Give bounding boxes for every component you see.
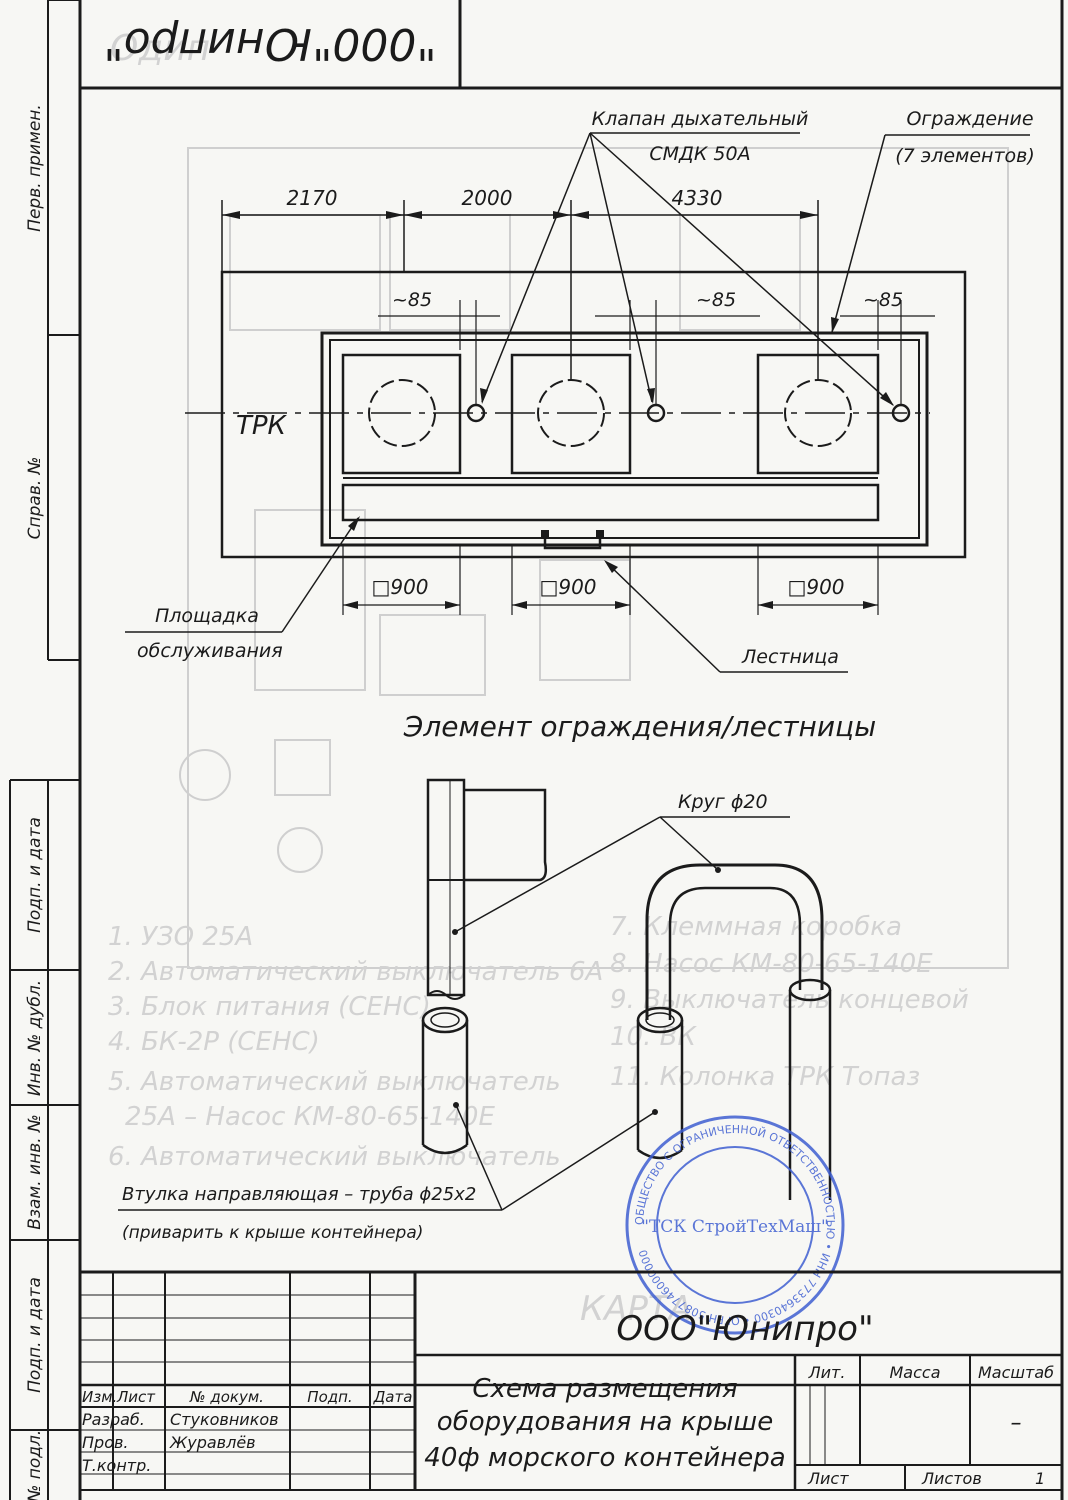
valve-label-1: Клапан дыхательный [592, 108, 809, 130]
seal-inner-text: "ТСК СтройТехМаш" [641, 1217, 829, 1237]
drawing-code: "000"Юнипро" [103, 18, 436, 69]
razrab-label: Разраб. [82, 1410, 145, 1429]
svg-text:3. Блок питания (CEHC): 3. Блок питания (CEHC) [108, 992, 431, 1022]
seal-outer-ring [625, 1115, 845, 1335]
container-roof [220, 270, 967, 559]
title-block: ООО"Юнипро" Схема размещения оборудовани… [80, 1270, 1062, 1491]
svg-text:1. УЗО 25А: 1. УЗО 25А [108, 922, 253, 952]
col-doc: № докум. [189, 1388, 264, 1406]
ladder [543, 533, 602, 550]
razrab-name: Стуковников [170, 1410, 279, 1429]
detail-view: Элемент ограждения/лестницы Круг ϕ20 [118, 710, 876, 1243]
side-label-perv-primen: Перв. примен. [25, 104, 45, 232]
service-platform [341, 483, 880, 522]
title-line-1: Схема размещения [472, 1374, 737, 1404]
svg-text:25А – Насос КМ-80-65-140Е: 25А – Насос КМ-80-65-140Е [125, 1102, 495, 1132]
prov-label: Пров. [82, 1433, 129, 1452]
side-label-podp-data-2: Подп. и дата [25, 1277, 45, 1393]
side-labels: Перв. примен. Справ. № Подп. и дата Инв.… [25, 104, 45, 1500]
u-rod [645, 863, 824, 1020]
title-line-3: 40ф морского контейнера [424, 1443, 785, 1473]
side-label-sprav: Справ. № [25, 457, 45, 540]
side-label-vzam-inv: Взам. инв. № [25, 1114, 45, 1229]
company-name: ООО"Юнипро" [616, 1309, 873, 1349]
valve-label-2: СМДК 50А [649, 143, 750, 165]
listov-label: Листов [921, 1469, 982, 1488]
side-label-inv-podl: № подл. [25, 1430, 45, 1500]
gap-3: ~85 [863, 289, 903, 311]
plan-view: ТРК 2170 2000 4330 ~85 ~85 [125, 108, 1035, 673]
fence-label-1: Ограждение [906, 108, 1033, 130]
unit-1-box [341, 353, 462, 475]
svg-text:6. Автоматический выключатель: 6. Автоматический выключатель [108, 1142, 561, 1172]
gap-2: ~85 [696, 289, 736, 311]
sq-900-1: □900 [371, 575, 428, 599]
sq-900-3: □900 [787, 575, 844, 599]
svg-text:11. Колонка ТРК Топаз: 11. Колонка ТРК Топаз [610, 1062, 920, 1092]
side-label-inv-dubl: Инв. № дубл. [25, 980, 45, 1096]
dim-4330: 4330 [672, 186, 723, 210]
list-label: Лист [807, 1469, 849, 1488]
svg-text:7. Клеммная коробка: 7. Клеммная коробка [610, 912, 902, 942]
col-date: Дата [373, 1388, 413, 1406]
fence-perimeter-outer [320, 331, 929, 547]
gap-1: ~85 [392, 289, 432, 311]
col-list: Лист [116, 1388, 156, 1406]
company-seal: ОБЩЕСТВО С ОГРАНИЧЕННОЙ ОТВЕТСТВЕННОСТЬЮ… [625, 1115, 845, 1335]
tkontr-label: Т.контр. [82, 1456, 151, 1475]
svg-text:2. Автоматический выключатель: 2. Автоматический выключатель 6А [108, 957, 603, 987]
weld-note: (приварить к крыше контейнера) [122, 1223, 423, 1243]
sq-900-2: □900 [539, 575, 596, 599]
prov-name: Журавлёв [169, 1433, 256, 1452]
dim-2000: 2000 [462, 186, 513, 210]
sleeve-label: Втулка направляющая – труба ϕ25х2 [122, 1184, 476, 1205]
side-label-podp-data: Подп. и дата [25, 817, 45, 933]
fence-perimeter-inner [329, 339, 920, 539]
detail-title: Элемент ограждения/лестницы [403, 710, 876, 743]
lit-header: Лит. [808, 1363, 846, 1382]
svg-text:5. Автоматический выключатель: 5. Автоматический выключатель [108, 1067, 561, 1097]
svg-text:КАРТА: КАРТА [580, 1289, 692, 1329]
svg-text:8. Насос КМ-80-65-140Е: 8. Насос КМ-80-65-140Е [610, 949, 933, 979]
col-podp: Подп. [307, 1388, 352, 1406]
massa-header: Масса [889, 1363, 940, 1382]
ladder-label: Лестница [741, 646, 839, 668]
trk-label: ТРК [236, 411, 288, 441]
dim-2170: 2170 [287, 186, 338, 210]
bleed-through-ghost: 1. УЗО 25А 2. Автоматический выключатель… [108, 28, 1009, 1329]
sheet-frame [9, 0, 1064, 1500]
platform-label-2: обслуживания [137, 640, 283, 662]
listov-value: 1 [1035, 1469, 1045, 1488]
svg-text:4. БК-2Р (CEHC): 4. БК-2Р (CEHC) [108, 1027, 320, 1057]
scale-value: – [1011, 1411, 1022, 1436]
svg-text:Одип: Одип [110, 28, 210, 69]
masshtab-header: Масштаб [978, 1363, 1054, 1382]
rod-label: Круг ϕ20 [678, 791, 768, 813]
fence-label-2: (7 элементов) [895, 145, 1035, 167]
col-izm: Изм. [82, 1388, 117, 1406]
title-line-2: оборудования на крыше [437, 1407, 773, 1437]
platform-label-1: Площадка [155, 605, 259, 627]
